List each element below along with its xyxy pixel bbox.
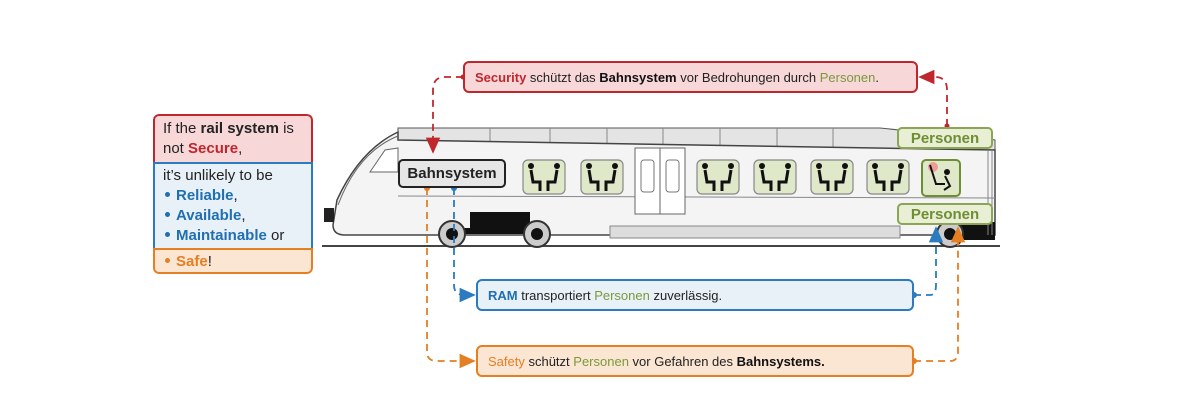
ram-connector-out — [914, 226, 944, 296]
ram-statement-box: RAM transportiert Personen zuverlässig. — [476, 279, 914, 311]
bullet-icon — [165, 212, 170, 218]
secure-keyword: Secure — [188, 140, 239, 157]
available-keyword: Available — [176, 207, 242, 224]
bahnsystem-label: Bahnsystem — [398, 159, 506, 188]
rams-summary-box: If the rail system is not Secure, it’s u… — [153, 114, 313, 274]
safety-connector-out — [914, 226, 966, 362]
safety-connector-in — [426, 188, 476, 369]
safe-keyword: Safe — [176, 253, 208, 270]
rail-system-text: rail system — [200, 120, 279, 137]
bullet-icon — [165, 258, 170, 264]
safety-section: Safe! — [153, 248, 313, 274]
personen-label-bottom: Personen — [897, 203, 993, 225]
ram-keyword: RAM — [488, 287, 518, 303]
seat-window-icon — [866, 159, 910, 195]
hacker-icon — [921, 159, 961, 197]
wheel-front-2 — [523, 220, 551, 248]
ram-section: it’s unlikely to be Reliable, Available,… — [153, 162, 313, 248]
safety-keyword: Safety — [488, 353, 525, 369]
personen-label-top: Personen — [897, 127, 993, 149]
reliable-keyword: Reliable — [176, 187, 234, 204]
seat-window-icon — [522, 159, 566, 195]
security-keyword: Security — [475, 69, 527, 85]
seat-window-icon — [753, 159, 797, 195]
wheel-front-1 — [438, 220, 466, 248]
safety-statement-box: Safety schützt Personen vor Gefahren des… — [476, 345, 914, 377]
security-connector-out — [425, 76, 463, 154]
seat-window-icon — [580, 159, 624, 195]
ram-connector-in — [453, 188, 476, 303]
security-connector-in — [918, 69, 948, 126]
security-statement-box: Security schützt das Bahnsystem vor Bedr… — [463, 61, 918, 93]
bullet-icon — [165, 232, 170, 238]
bullet-icon — [165, 192, 170, 198]
security-section: If the rail system is not Secure, — [153, 114, 313, 162]
seat-window-icon — [810, 159, 854, 195]
seat-window-icon — [696, 159, 740, 195]
maintainable-keyword: Maintainable — [176, 227, 267, 244]
